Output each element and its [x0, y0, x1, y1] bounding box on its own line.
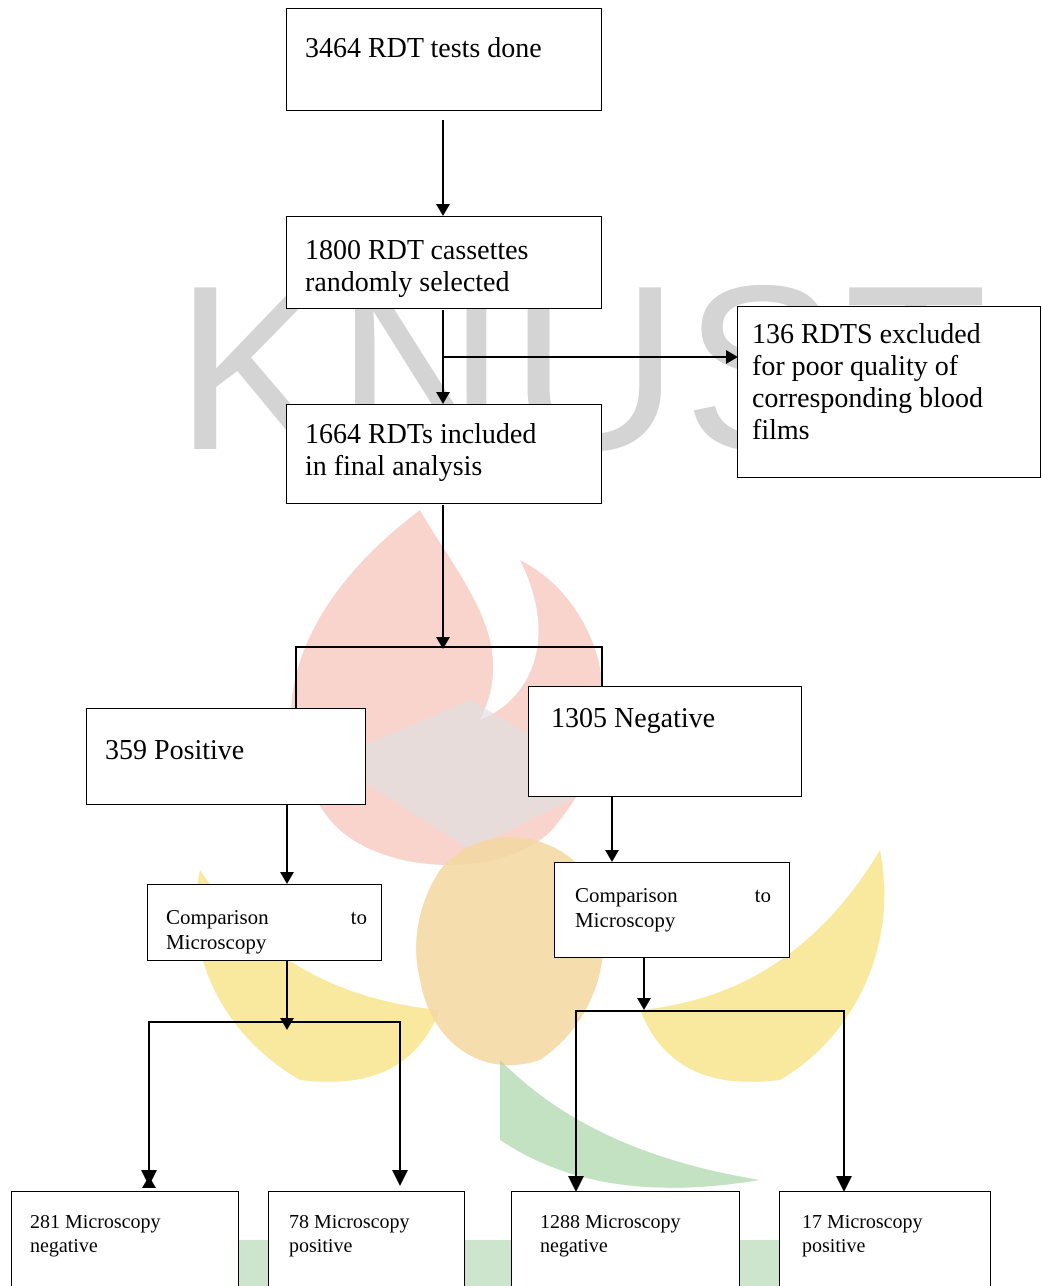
box-negative-microscopy-negative: 1288 Microscopy negative — [511, 1191, 740, 1286]
bracket-right — [575, 1010, 845, 1184]
box-negative-microscopy-positive: 17 Microscopy positive — [779, 1191, 991, 1286]
box-excluded: 136 RDTS excluded for poor quality of co… — [737, 306, 1041, 478]
nmp-line-1: 17 Microscopy — [802, 1211, 923, 1233]
negative-text: 1305 Negative — [551, 703, 716, 734]
split-bracket — [295, 646, 603, 708]
comparison-left-word-1: Comparison — [166, 905, 269, 929]
positive-text: 359 Positive — [105, 735, 245, 766]
bracket-left-pos — [142, 1021, 401, 1188]
green-swoosh-shape — [500, 1060, 760, 1188]
excluded-line-2: for poor quality of — [752, 351, 959, 382]
excluded-line-3: corresponding blood — [752, 383, 983, 414]
pmn-line-1: 281 Microscopy — [30, 1211, 161, 1233]
pmp-line-2: positive — [289, 1235, 353, 1257]
box-positive-microscopy-positive: 78 Microscopy positive — [268, 1191, 465, 1286]
arrowhead-right-1 — [568, 1176, 584, 1192]
box-included-analysis: 1664 RDTs included in final analysis — [286, 404, 602, 504]
comparison-right-word-1: Comparison — [575, 883, 678, 907]
excluded-line-1: 136 RDTS excluded — [752, 319, 981, 350]
comparison-left-line-2: Microscopy — [166, 930, 267, 954]
pmn-line-2: negative — [30, 1235, 98, 1257]
box-comparison-right: Comparison to Microscopy — [554, 862, 790, 958]
pmp-line-1: 78 Microscopy — [289, 1211, 410, 1233]
arrowhead-right-2 — [836, 1176, 852, 1192]
wing-left-shape — [195, 870, 440, 1082]
arrowhead-left-2 — [392, 1170, 408, 1186]
nmn-line-2: negative — [540, 1235, 608, 1257]
book-shape — [330, 700, 610, 850]
box-total-tests: 3464 RDT tests done — [286, 8, 602, 111]
box-positive: 359 Positive — [86, 708, 366, 805]
included-line-1: 1664 RDTs included — [305, 419, 537, 450]
box-positive-microscopy-negative: 281 Microscopy negative — [11, 1191, 239, 1286]
comparison-right-word-2: to — [754, 883, 771, 907]
nmp-line-2: positive — [802, 1235, 866, 1257]
selected-line-2: randomly selected — [305, 267, 510, 298]
arrowhead-left-1 — [141, 1170, 157, 1186]
box-selected-cassettes: 1800 RDT cassettes randomly selected — [286, 216, 602, 309]
comparison-left-word-2: to — [350, 905, 367, 929]
excluded-line-4: films — [752, 415, 810, 446]
comparison-right-line-2: Microscopy — [575, 908, 676, 932]
box-negative: 1305 Negative — [528, 686, 802, 797]
comparison-left-line-1: Comparison to — [166, 905, 367, 930]
included-line-2: in final analysis — [305, 451, 483, 482]
nmn-line-1: 1288 Microscopy — [540, 1211, 681, 1233]
selected-line-1: 1800 RDT cassettes — [305, 235, 529, 266]
box-comparison-left: Comparison to Microscopy — [147, 884, 382, 961]
comparison-right-line-1: Comparison to — [575, 883, 771, 908]
total-tests-text: 3464 RDT tests done — [305, 33, 542, 64]
wing-right-shape — [640, 850, 885, 1082]
